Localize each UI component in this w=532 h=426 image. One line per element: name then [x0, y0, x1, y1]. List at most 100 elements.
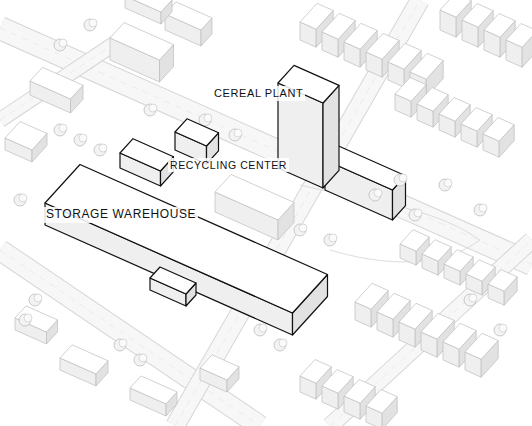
tree-crown	[414, 209, 422, 217]
building-label: STORAGE WAREHOUSE	[44, 207, 198, 223]
building	[200, 355, 239, 392]
tree-crown	[399, 174, 407, 182]
road-edge	[175, 0, 420, 426]
building-roof	[506, 24, 532, 48]
building-roof	[5, 122, 47, 151]
tree	[274, 339, 287, 351]
building	[5, 122, 47, 163]
tree-crown	[14, 194, 26, 206]
tree	[94, 144, 107, 156]
trees	[14, 124, 507, 336]
tree-crown	[494, 324, 506, 336]
tree-crown	[499, 324, 507, 332]
tree-crown	[409, 209, 421, 221]
tree	[464, 294, 477, 306]
building-roof	[465, 333, 498, 359]
road-edge	[330, 240, 532, 426]
highlighted-building	[150, 267, 196, 306]
tree-crown	[149, 104, 157, 112]
road	[330, 240, 532, 426]
tree-crown	[394, 174, 406, 186]
tree-crown	[234, 129, 242, 137]
tree-crown	[19, 314, 31, 326]
tree-crown	[54, 124, 66, 136]
building-roof	[130, 376, 177, 404]
tree-crown	[444, 179, 452, 187]
building-roof	[344, 380, 375, 404]
building-roof	[175, 119, 219, 146]
tree-crown	[29, 294, 41, 306]
tree-crown	[74, 134, 86, 146]
building-roof	[439, 98, 470, 122]
tree-crown	[19, 194, 27, 202]
tree-crown	[24, 314, 32, 322]
tree-crown	[139, 354, 147, 362]
building-roof	[200, 355, 239, 380]
tree-crown	[114, 339, 126, 351]
highlighted-building	[120, 139, 174, 186]
tree-crown	[204, 114, 212, 122]
tree	[54, 124, 67, 136]
building-roof	[300, 360, 331, 384]
tree-crown	[474, 204, 486, 216]
trees	[29, 19, 487, 366]
building-roof	[444, 250, 473, 272]
tree	[199, 114, 212, 126]
tree-crown	[54, 39, 66, 51]
tree-crown	[279, 339, 287, 347]
tree-crown	[464, 294, 476, 306]
road-edge	[0, 40, 120, 120]
tree	[494, 324, 507, 336]
building-roof	[15, 306, 58, 332]
tree-crown	[119, 339, 127, 347]
building-roof	[125, 0, 172, 12]
building-label: RECYCLING CENTER	[168, 158, 289, 172]
building-roof	[483, 118, 514, 142]
tree-crown	[259, 324, 267, 332]
building-roof	[488, 270, 517, 292]
building-roof	[462, 4, 493, 28]
tree	[439, 179, 452, 191]
lane-line	[175, 0, 420, 426]
tree-crown	[144, 104, 156, 116]
tree-crown	[59, 124, 67, 132]
building-roof	[60, 345, 108, 374]
building-roof	[410, 53, 443, 79]
tree-crown	[274, 339, 286, 351]
building	[366, 390, 397, 426]
building	[483, 118, 514, 158]
tree-crown	[79, 134, 87, 142]
lane-line	[0, 40, 120, 120]
building	[125, 0, 172, 24]
tree-crown	[439, 179, 451, 191]
tree	[324, 234, 337, 246]
tree	[19, 314, 32, 326]
tree	[409, 209, 422, 221]
tree-crown	[254, 324, 266, 336]
highlighted-building	[45, 165, 328, 336]
building-name: CEREAL PLANT	[214, 87, 303, 100]
tree	[294, 224, 307, 236]
tree-crown	[94, 144, 106, 156]
road	[0, 40, 120, 120]
building	[110, 23, 174, 82]
building	[60, 345, 108, 386]
tree-crown	[84, 19, 96, 31]
tree-crown	[369, 189, 381, 201]
tree	[29, 294, 42, 306]
tree	[74, 134, 87, 146]
tree-crown	[324, 234, 336, 246]
tree-crown	[374, 189, 382, 197]
buildings	[5, 0, 532, 426]
tree-crown	[59, 39, 67, 47]
road	[175, 0, 420, 426]
building-roof	[366, 390, 397, 414]
building-roof	[466, 260, 495, 282]
tree	[54, 39, 67, 51]
tree	[229, 129, 242, 141]
building-roof	[120, 139, 174, 171]
tree-crown	[99, 144, 107, 152]
building-roof	[461, 108, 492, 132]
